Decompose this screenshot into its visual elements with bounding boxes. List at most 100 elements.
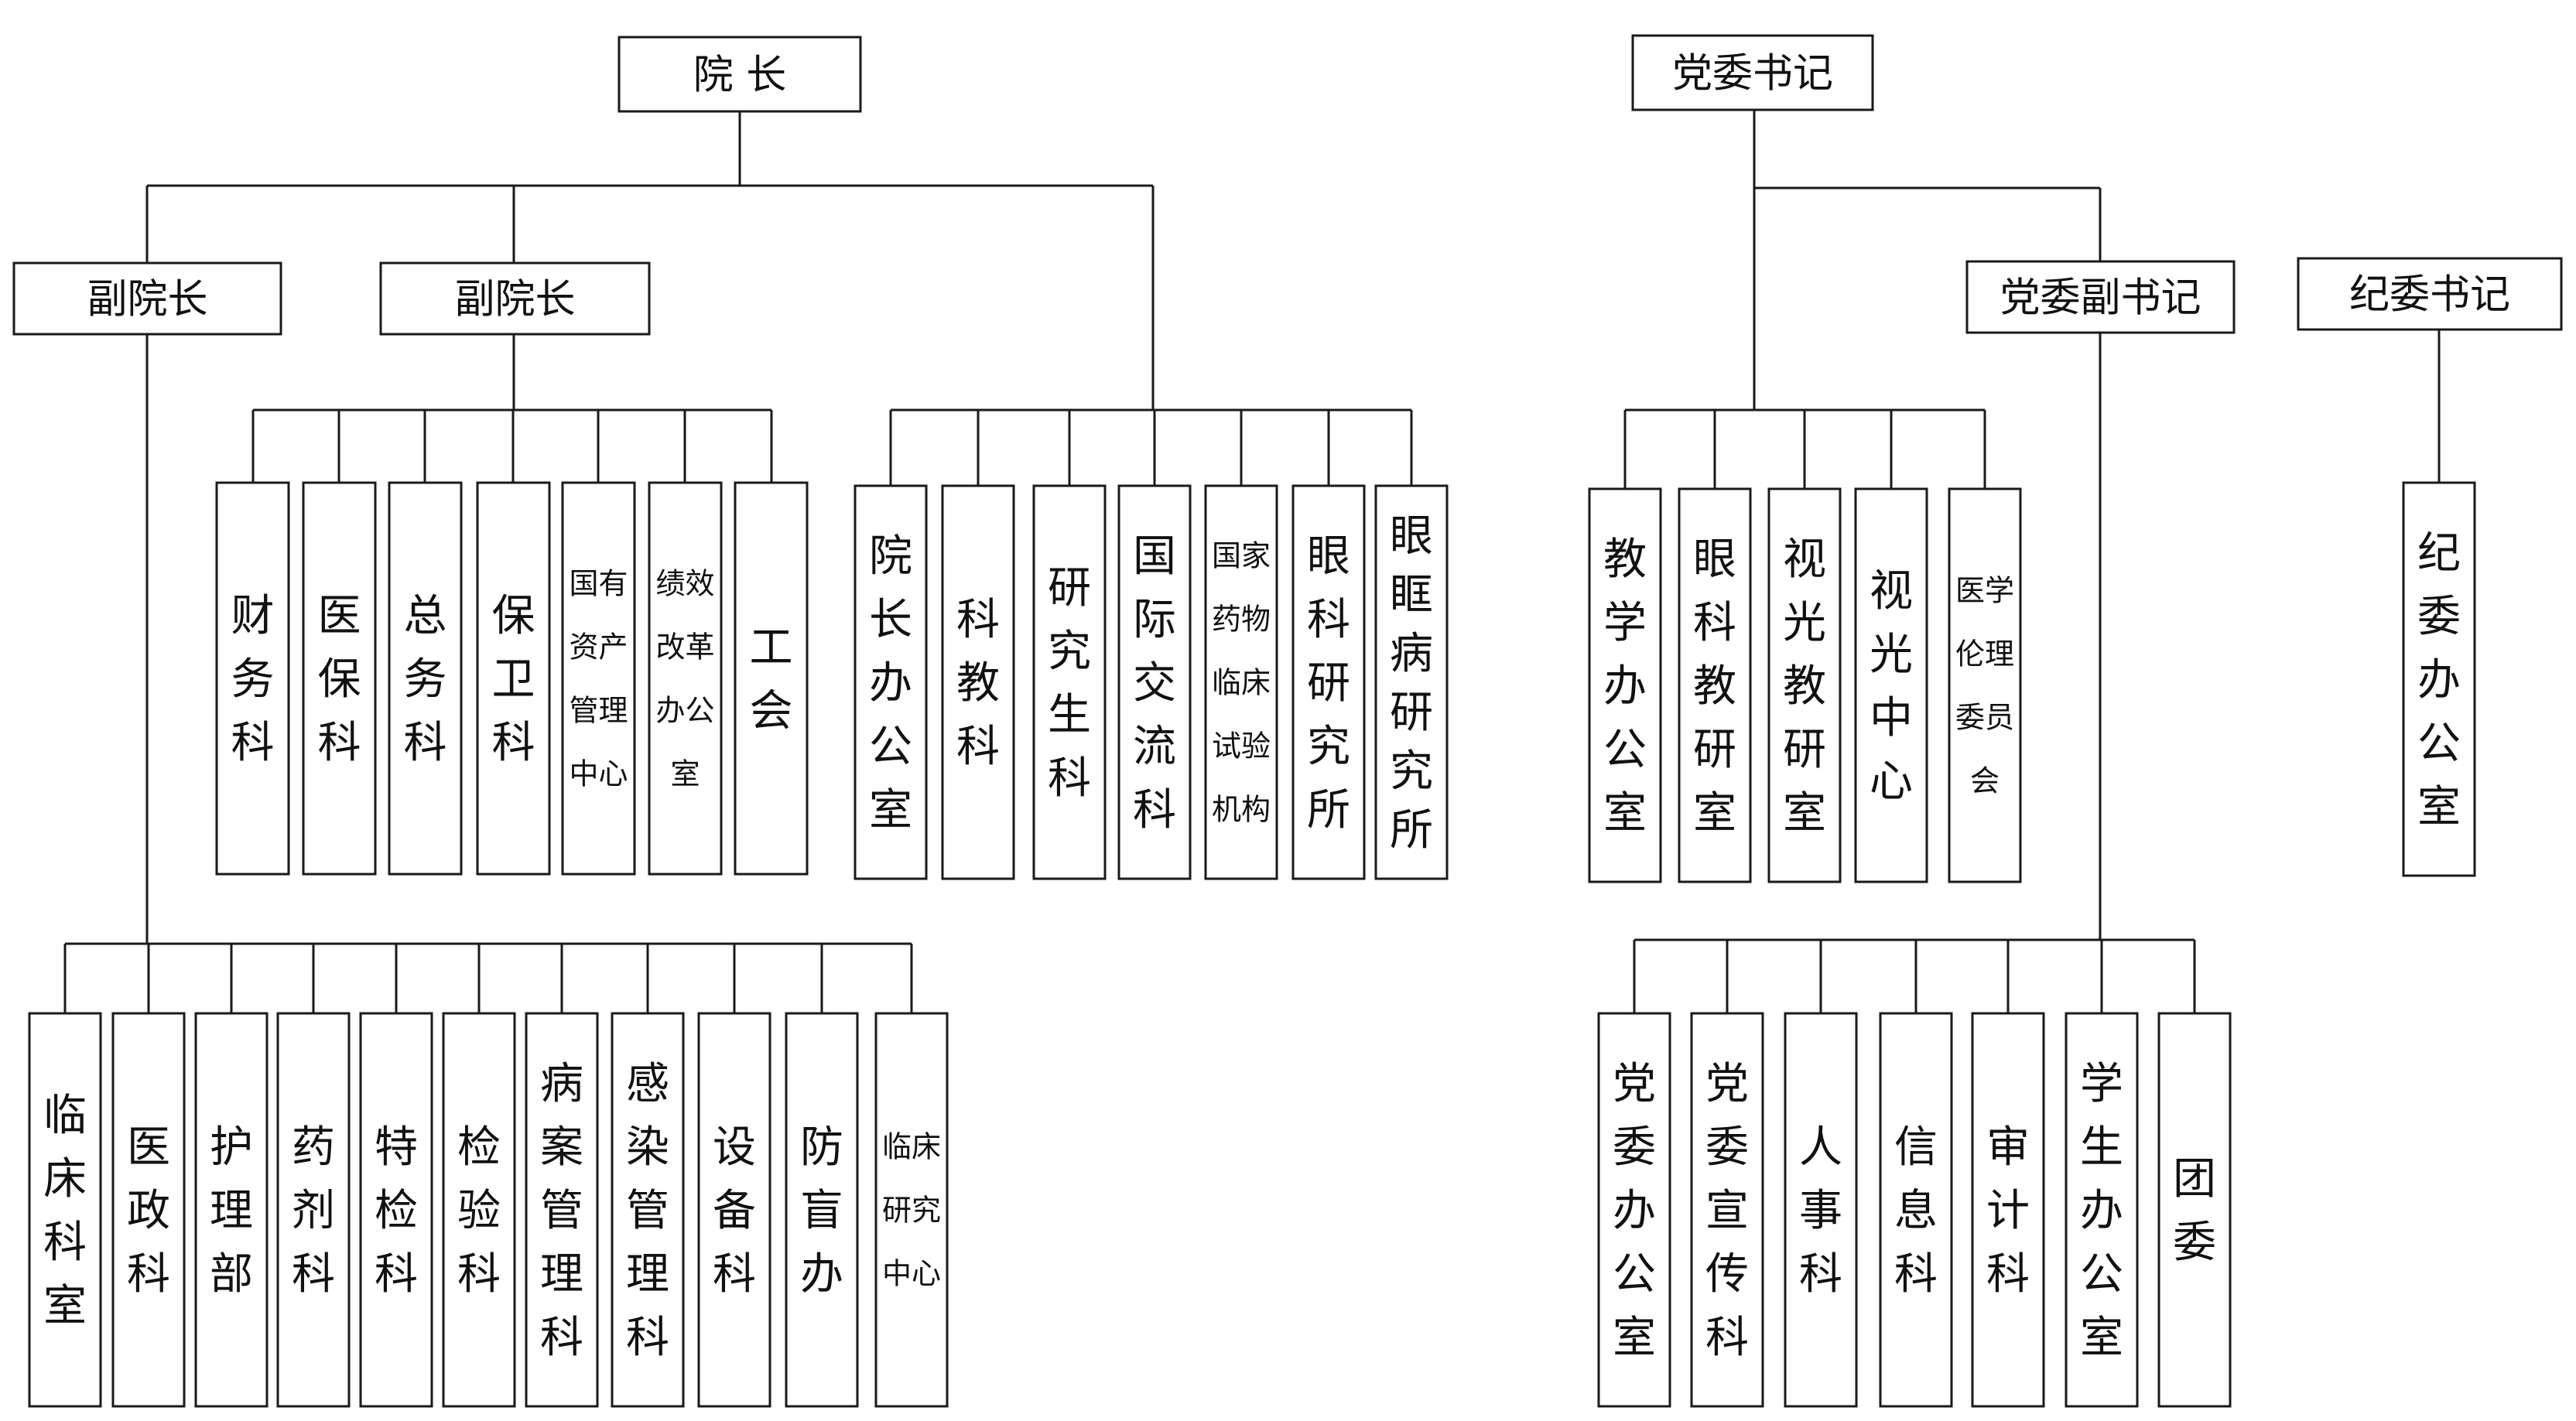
- node-label-line: 室: [2417, 782, 2461, 832]
- node-label-line: 科: [127, 1249, 170, 1300]
- node-box: [785, 1012, 859, 1408]
- node-box: [1678, 487, 1752, 883]
- node-label-line: 管理: [569, 694, 628, 728]
- node-label-line: 机构: [1212, 793, 1271, 827]
- node-label-line: 纪: [2417, 528, 2461, 579]
- node-label-line: 工: [750, 623, 793, 673]
- node-label-line: 办: [2417, 655, 2461, 705]
- node-label-line: 科: [457, 1249, 501, 1300]
- node-box: [1597, 1012, 1671, 1408]
- node-box: [1767, 487, 1842, 883]
- node-label-line: 财: [231, 591, 275, 641]
- org-node-personnel: 人事科: [1784, 1012, 1858, 1408]
- org-node-discipline-secretary: 纪委书记: [2297, 257, 2563, 331]
- node-label-line: 务: [231, 654, 275, 705]
- node-label-line: 宣: [1705, 1186, 1749, 1236]
- node-box: [874, 1012, 949, 1408]
- node-label-line: 委员: [1955, 701, 2014, 735]
- node-box: [1588, 487, 1662, 883]
- node-label-line: 教: [956, 658, 1000, 709]
- node-label-line: 教: [1693, 661, 1736, 712]
- node-box: [1948, 487, 2022, 883]
- node-label-line: 团: [2173, 1154, 2216, 1204]
- node-label-line: 息: [1894, 1186, 1938, 1236]
- node-box: [28, 1012, 102, 1408]
- node-label-line: 理: [540, 1249, 583, 1300]
- node-label-line: 研: [1693, 725, 1736, 775]
- org-node-finance: 财务科: [215, 481, 290, 876]
- node-label-line: 会: [1970, 764, 2000, 798]
- node-label-line: 生: [1048, 690, 1091, 740]
- node-label-line: 试验: [1212, 729, 1271, 763]
- org-node-deputy-party-secretary: 党委副书记: [1965, 260, 2236, 334]
- node-label-line: 研: [1307, 658, 1350, 709]
- node-label-line: 信: [1894, 1122, 1938, 1173]
- node-box: [1854, 487, 1928, 883]
- node-label-line: 室: [43, 1281, 87, 1331]
- node-label-line: 生: [2080, 1122, 2123, 1173]
- node-label: 副院长: [87, 277, 207, 323]
- node-label-line: 长: [869, 595, 912, 645]
- node-label-line: 研究: [882, 1194, 941, 1228]
- node-label-line: 理: [210, 1186, 253, 1236]
- node-label-line: 学: [1603, 598, 1647, 648]
- node-label-line: 委: [2173, 1218, 2216, 1268]
- node-box: [1117, 484, 1192, 880]
- node-label-line: 总: [404, 591, 447, 641]
- node-label: 院 长: [693, 53, 787, 99]
- node-label-line: 科: [292, 1249, 335, 1300]
- node-label-line: 教: [1603, 535, 1647, 585]
- org-node-equipment: 设备科: [697, 1012, 771, 1408]
- node-box: [1291, 484, 1366, 880]
- node-label-line: 光: [1783, 598, 1826, 648]
- node-label-line: 绩效: [655, 567, 714, 601]
- org-node-union: 工会: [734, 481, 809, 876]
- node-box: [2065, 1012, 2139, 1408]
- node-box: [1965, 260, 2236, 334]
- node-label-line: 办: [2080, 1186, 2123, 1236]
- node-label-line: 床: [43, 1154, 87, 1204]
- node-label-line: 院: [869, 531, 912, 582]
- org-node-president: 院 长: [617, 36, 862, 113]
- node-label-line: 所: [1390, 805, 1433, 856]
- node-label-line: 药物: [1212, 603, 1271, 637]
- node-box: [359, 1012, 433, 1408]
- connector-lines: [63, 110, 2441, 1013]
- node-box: [561, 481, 636, 876]
- node-label-line: 室: [1613, 1313, 1656, 1363]
- node-box: [1204, 484, 1278, 880]
- node-label-line: 科: [540, 1313, 583, 1363]
- node-label-line: 伦理: [1955, 637, 2014, 671]
- node-box: [215, 481, 290, 876]
- node-label-line: 委: [1705, 1122, 1749, 1173]
- node-label-line: 光: [1870, 630, 1913, 680]
- node-box: [1032, 484, 1107, 880]
- node-label-line: 科: [1799, 1249, 1842, 1300]
- node-label-line: 药: [292, 1122, 335, 1173]
- node-label-line: 公: [1613, 1249, 1656, 1300]
- node-label-line: 科: [713, 1249, 756, 1300]
- node-label-line: 医学: [1955, 574, 2014, 608]
- node-box: [1374, 484, 1449, 880]
- node-box: [525, 1012, 599, 1408]
- org-node-audit: 审计科: [1971, 1012, 2045, 1408]
- org-node-vp2: 副院长: [379, 261, 651, 336]
- node-label: 纪委书记: [2349, 272, 2510, 319]
- node-label-line: 事: [1799, 1186, 1842, 1236]
- node-label-line: 学: [2080, 1059, 2123, 1109]
- node-box: [1784, 1012, 1858, 1408]
- node-label-line: 卫: [492, 654, 535, 705]
- node-label-line: 眼: [1390, 511, 1433, 562]
- node-box: [1971, 1012, 2045, 1408]
- node-label-line: 防: [800, 1122, 843, 1173]
- org-node-science-education: 科教科: [941, 484, 1015, 880]
